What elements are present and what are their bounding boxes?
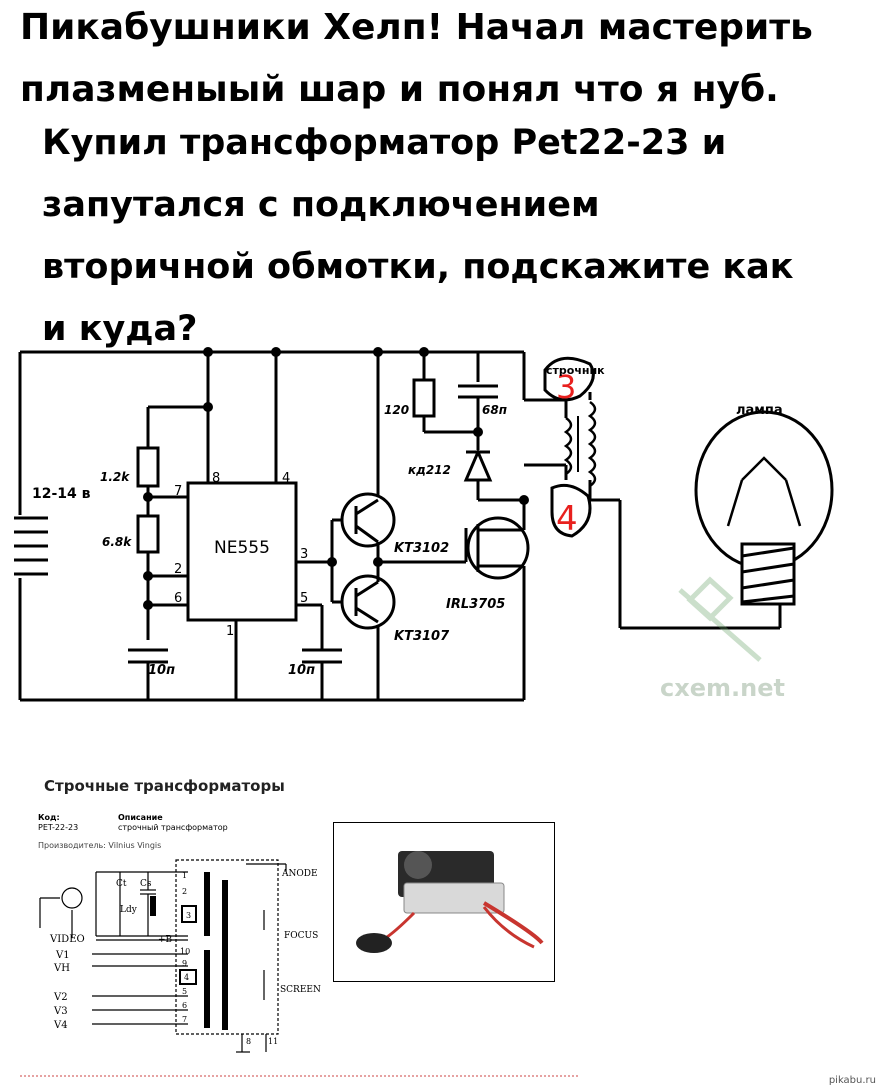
label-q1: KT3102	[394, 541, 449, 556]
ds-label-ct: Ct	[116, 879, 127, 889]
label-diode: кд212	[408, 463, 451, 477]
header-line-5: вторичной обмотки, подскажите как	[42, 247, 794, 287]
pin-3: 3	[300, 547, 308, 562]
ds-label-cs: Cs	[140, 879, 152, 889]
ds-label-v2: V2	[53, 992, 68, 1003]
pin-6: 6	[174, 591, 182, 606]
ds-pin-10: 10	[180, 947, 190, 956]
flyback-transformer-icon	[356, 851, 544, 953]
pin-8: 8	[212, 471, 220, 486]
header-line-6: и куда?	[42, 309, 198, 349]
label-c1: 10п	[148, 663, 175, 678]
ds-label-ldy: Ldy	[120, 905, 138, 915]
ds-label-anode: ANODE	[281, 869, 318, 879]
pin-4: 4	[282, 471, 290, 486]
label-ic: NE555	[214, 538, 270, 558]
pin-7: 7	[174, 484, 182, 499]
datasheet-schematic: Строчные трансформаторы Код: PET-22-23 О…	[20, 777, 580, 1077]
mark-4: 4	[556, 499, 578, 539]
label-lamp: лампа	[736, 403, 783, 418]
label-c3: 68п	[482, 403, 507, 417]
label-r2: 6.8k	[102, 535, 132, 549]
footer-site: pikabu.ru	[828, 1075, 876, 1086]
circuit-schematic: 3 4 12-14 в 1.2k 6.8k 10п 10п NE555 8 4 …	[14, 347, 834, 702]
ds-pin-6: 6	[182, 1001, 187, 1010]
header-question: Купил трансформатор Pet22-23 и запутался…	[42, 112, 794, 360]
ds-pin-9: 9	[182, 959, 187, 968]
datasheet-code-label: Код:	[38, 813, 60, 822]
header-line-2: плазменыый шар и понял что я нуб.	[20, 69, 779, 110]
ds-pin-8: 8	[246, 1037, 251, 1046]
mark-3: 3	[556, 368, 576, 406]
ds-pin-7: 7	[182, 1015, 187, 1024]
ds-label-v4: V4	[53, 1020, 68, 1031]
label-mosfet: IRL3705	[446, 597, 505, 612]
ds-label-video: VIDEO	[49, 934, 85, 945]
datasheet-desc-label: Описание	[118, 813, 163, 822]
header-line-1: Пикабушники Хелп! Начал мастерить	[20, 7, 813, 48]
ds-label-focus: FOCUS	[284, 931, 318, 941]
watermark-text: cxem.net	[660, 674, 785, 702]
header-line-3: Купил трансформатор Pet22-23 и	[42, 123, 727, 163]
ds-label-v3: V3	[53, 1006, 68, 1017]
label-c2: 10п	[288, 663, 315, 678]
label-r1: 1.2k	[100, 470, 130, 484]
transformer-photo	[333, 822, 555, 982]
label-r3: 120	[384, 403, 409, 417]
pin-5: 5	[300, 591, 308, 606]
ds-pin-1: 1	[182, 871, 187, 880]
pin-2: 2	[174, 562, 182, 577]
ds-pin-3: 3	[186, 911, 191, 920]
ds-pin-11: 11	[268, 1037, 278, 1046]
datasheet-desc-value: строчный трансформатор	[118, 823, 228, 832]
ds-pin-5: 5	[182, 987, 187, 996]
label-transformer: строчник	[546, 364, 605, 377]
pin-1: 1	[226, 624, 234, 639]
ds-pin-2: 2	[182, 887, 187, 896]
datasheet-code-value: PET-22-23	[38, 823, 78, 832]
ds-label-vh: VH	[53, 963, 70, 974]
cxem-logo-icon	[678, 576, 762, 662]
ds-label-plus-b: +B	[158, 935, 173, 945]
label-supply: 12-14 в	[32, 486, 91, 502]
datasheet-title: Строчные трансформаторы	[44, 777, 285, 795]
datasheet-maker: Производитель: Vilnius Vingis	[38, 841, 161, 850]
ds-label-screen: SCREEN	[280, 985, 321, 995]
label-q2: KT3107	[394, 629, 450, 644]
ds-label-v1: V1	[55, 950, 70, 961]
header-line-4: запутался с подключением	[42, 185, 600, 225]
ds-pin-4: 4	[184, 973, 189, 982]
